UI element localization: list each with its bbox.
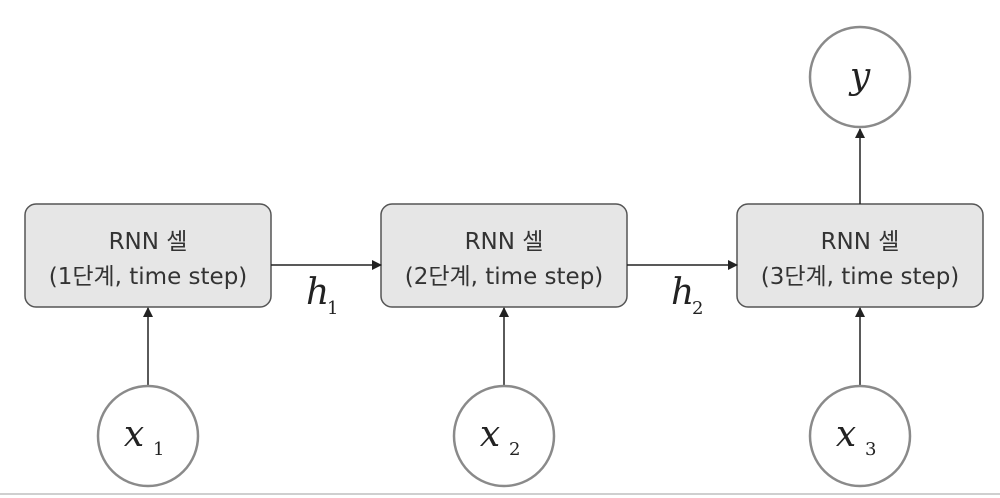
input-var: x (480, 414, 500, 455)
input-var: x (124, 414, 144, 455)
rnn-cell-box (736, 203, 984, 308)
rnn-cell-2: RNN 셀 (2단계, time step) (380, 203, 628, 308)
input-subscript: 3 (865, 439, 876, 460)
rnn-cell-box (380, 203, 628, 308)
rnn-cell-1: RNN 셀 (1단계, time step) (24, 203, 272, 308)
input-node-2: x 2 (452, 384, 556, 488)
rnn-cell-subtitle: (1단계, time step) (49, 264, 248, 290)
rnn-cell-title: RNN 셀 (109, 229, 188, 255)
hidden-subscript: 1 (327, 298, 338, 319)
hidden-var: h (671, 272, 694, 313)
input-node-1: x 1 (96, 384, 200, 488)
rnn-cell-box (24, 203, 272, 308)
rnn-cell-subtitle: (2단계, time step) (405, 264, 604, 290)
input-subscript: 1 (153, 439, 164, 460)
input-node-circle (96, 384, 200, 488)
input-node-circle (452, 384, 556, 488)
input-node-3: x 3 (808, 384, 912, 488)
rnn-cell-3: RNN 셀 (3단계, time step) (736, 203, 984, 308)
output-var: y (848, 56, 871, 97)
input-var: x (836, 414, 856, 455)
hidden-subscript: 2 (692, 298, 703, 319)
output-node: y (808, 25, 912, 129)
hidden-label-2: h 2 (671, 272, 703, 319)
hidden-var: h (306, 272, 329, 313)
rnn-cell-subtitle: (3단계, time step) (761, 264, 960, 290)
input-subscript: 2 (509, 439, 520, 460)
input-node-circle (808, 384, 912, 488)
hidden-label-1: h 1 (306, 272, 338, 319)
rnn-cell-title: RNN 셀 (465, 229, 544, 255)
rnn-cell-title: RNN 셀 (821, 229, 900, 255)
output-node-circle (808, 25, 912, 129)
